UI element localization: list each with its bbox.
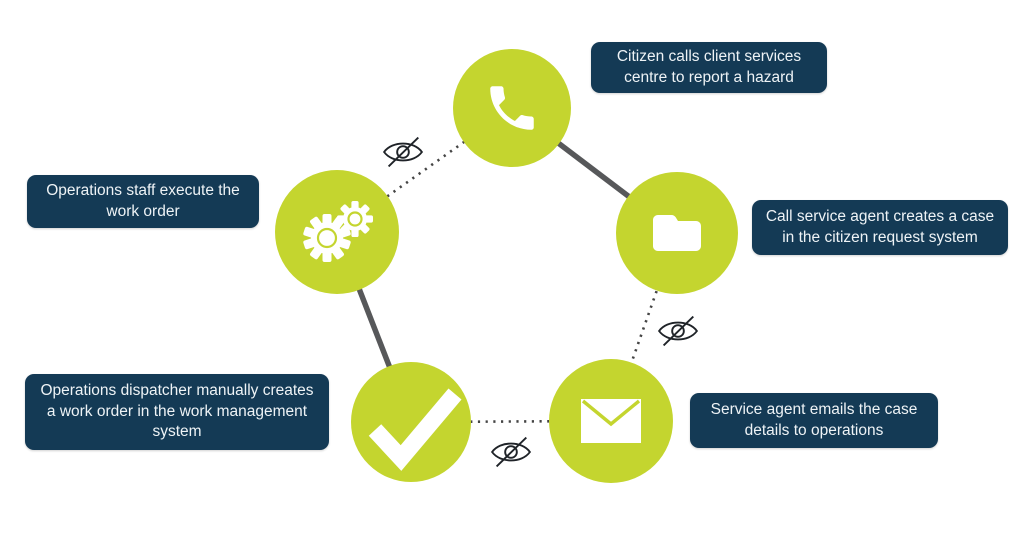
checkmark-icon <box>368 388 462 471</box>
folder-icon <box>653 215 701 251</box>
gears-icon <box>303 201 373 262</box>
label-create-work-order-text: Operations dispatcher manually creates a… <box>40 382 314 441</box>
label-email-operations-text: Service agent emails the case details to… <box>710 401 918 439</box>
eye-slash-icon <box>490 436 532 468</box>
eye-slash-icon <box>382 136 424 168</box>
label-execute-work-order: Operations staff execute the work order <box>27 175 259 228</box>
node-citizen-call <box>453 49 571 167</box>
label-citizen-call: Citizen calls client services centre to … <box>591 42 827 93</box>
label-email-operations: Service agent emails the case details to… <box>690 393 938 448</box>
label-citizen-call-text: Citizen calls client services centre to … <box>616 48 802 86</box>
label-execute-work-order-text: Operations staff execute the work order <box>46 182 240 220</box>
label-create-case-text: Call service agent creates a case in the… <box>765 208 995 246</box>
label-create-work-order: Operations dispatcher manually creates a… <box>25 374 329 450</box>
envelope-icon <box>581 399 641 443</box>
phone-icon <box>490 86 534 130</box>
eye-slash-icon <box>657 315 699 347</box>
node-execute-work-order <box>275 170 399 294</box>
label-create-case: Call service agent creates a case in the… <box>752 200 1008 255</box>
node-create-case <box>616 172 738 294</box>
node-email-operations <box>549 359 673 483</box>
node-create-work-order <box>351 362 471 482</box>
